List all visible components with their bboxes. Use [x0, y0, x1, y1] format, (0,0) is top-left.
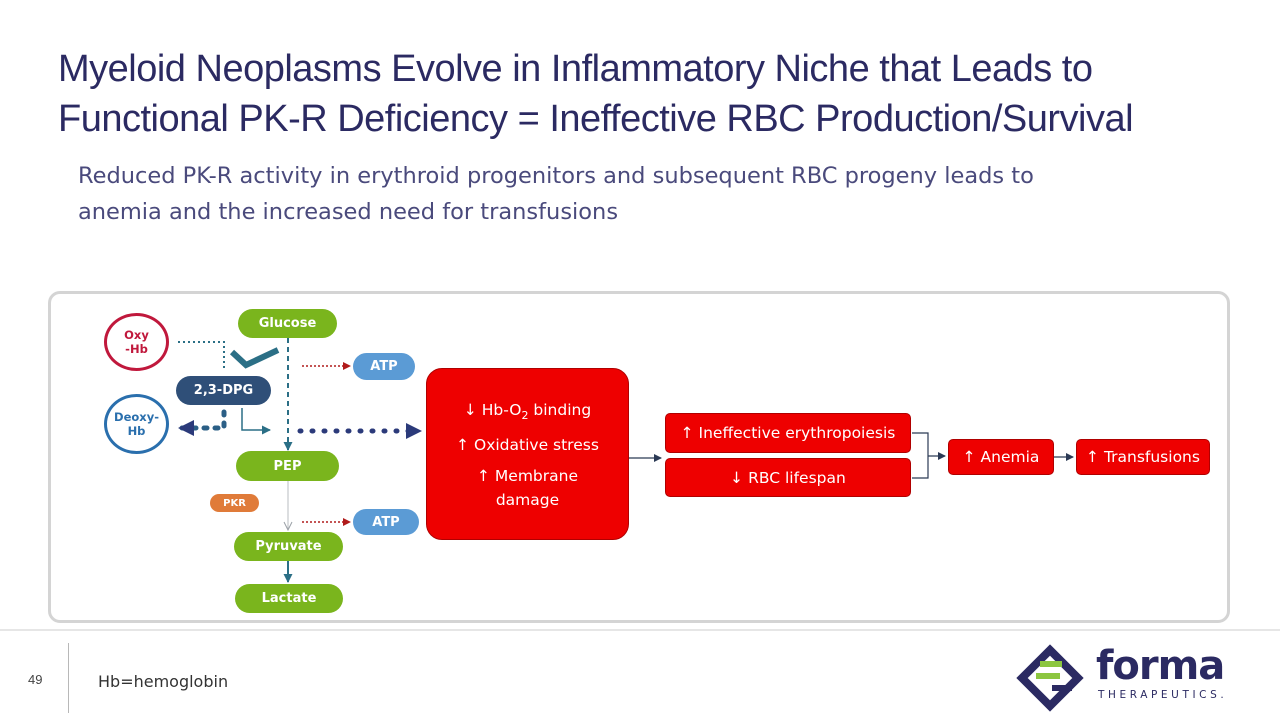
slide-title: Myeloid Neoplasms Evolve in Inflammatory…: [58, 44, 1248, 144]
atp-top-node: ATP: [353, 353, 415, 380]
title-line-2: Functional PK-R Deficiency = Ineffective…: [58, 98, 1134, 140]
logo-subtitle: THERAPEUTICS.: [1098, 689, 1228, 701]
footer-vertical-divider: [68, 643, 69, 713]
anemia-box: ↑ Anemia: [948, 439, 1054, 475]
transfusions-box: ↑ Transfusions: [1076, 439, 1210, 475]
effect-oxidative-stress: ↑ Oxidative stress: [456, 435, 599, 454]
effect-hb-rest: binding: [528, 401, 592, 420]
deoxy-hb-node: Deoxy- Hb: [104, 394, 169, 454]
slide-subtitle: Reduced PK-R activity in erythroid proge…: [78, 158, 1228, 230]
effect-hb-text: ↓ Hb-O: [463, 401, 522, 420]
dpg-branch-arrow: [241, 408, 271, 435]
glucose-node: Glucose: [238, 309, 337, 338]
oxyhb-dpg-link: [178, 341, 225, 370]
subtitle-line-2: anemia and the increased need for transf…: [78, 199, 619, 225]
footer-divider: [0, 629, 1280, 631]
effect-hb-binding: ↓ Hb-O2 binding: [464, 396, 591, 430]
dpg-node: 2,3-DPG: [176, 376, 271, 405]
logo-wordmark: forma: [1096, 643, 1225, 689]
forma-logo-icon: [1016, 644, 1084, 712]
ineffective-erythropoiesis-box: ↑ Ineffective erythropoiesis: [665, 413, 911, 453]
deoxy-hb-line-2: Hb: [127, 424, 146, 438]
title-line-1: Myeloid Neoplasms Evolve in Inflammatory…: [58, 48, 1093, 90]
pkr-node: PKR: [210, 494, 259, 512]
rbc-lifespan-box: ↓ RBC lifespan: [665, 458, 911, 497]
effect-membrane-line-2: damage: [495, 490, 560, 509]
effect-membrane-line-1: ↑ Membrane: [477, 466, 578, 485]
oxy-hb-line-2: -Hb: [125, 342, 148, 356]
oxy-hb-line-1: Oxy: [124, 328, 149, 342]
footnote: Hb=hemoglobin: [98, 672, 229, 691]
lactate-node: Lactate: [235, 584, 343, 613]
ineffective-bracket: [912, 432, 929, 479]
effects-box: ↓ Hb-O2 binding ↑ Oxidative stress ↑ Mem…: [426, 368, 629, 540]
dpg-to-deoxyhb-arrow: [177, 409, 227, 436]
subtitle-line-1: Reduced PK-R activity in erythroid proge…: [78, 163, 1034, 189]
chevron-mark-icon: [229, 347, 280, 369]
pyruvate-node: Pyruvate: [234, 532, 343, 561]
effect-hb-subscript: 2: [521, 409, 529, 423]
page-number: 49: [28, 672, 43, 687]
deoxy-hb-line-1: Deoxy-: [114, 410, 159, 424]
oxy-hb-node: Oxy -Hb: [104, 313, 169, 371]
atp-bottom-node: ATP: [353, 509, 419, 535]
pep-node: PEP: [236, 451, 339, 481]
